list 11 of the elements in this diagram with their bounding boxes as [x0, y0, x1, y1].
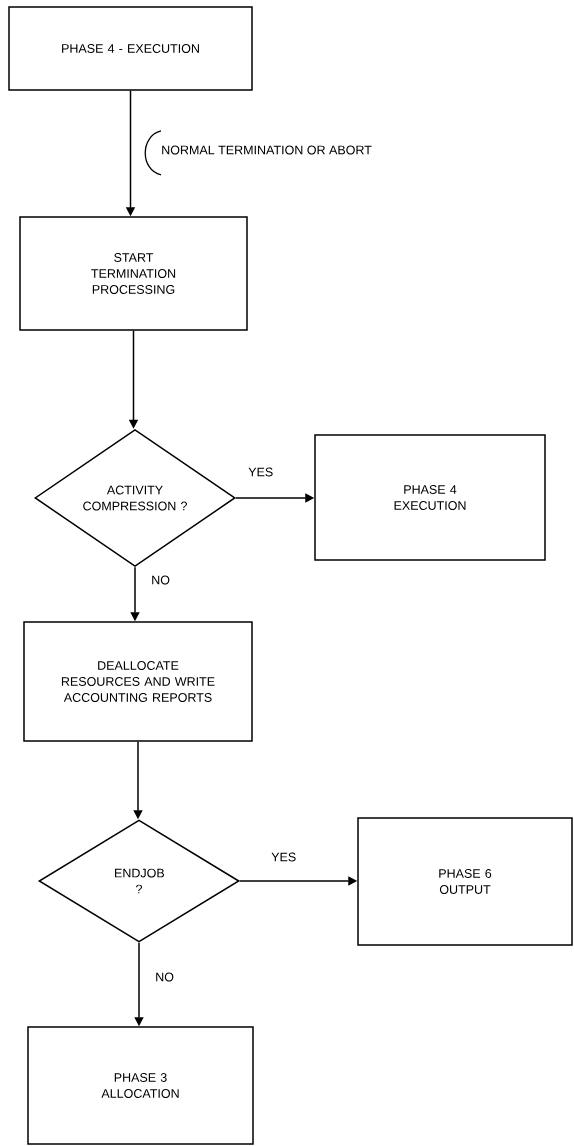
edge-label: NO: [154, 971, 175, 983]
process-box: PHASE 6 OUTPUT: [357, 817, 573, 946]
process-box: PHASE 4 EXECUTION: [314, 434, 546, 561]
edge-label: YES: [247, 466, 275, 478]
process-box: START TERMINATION PROCESSING: [19, 216, 248, 331]
process-box: PHASE 4 - EXECUTION: [8, 6, 253, 91]
process-box: PHASE 3 ALLOCATION: [27, 1026, 254, 1145]
edge-label: NORMAL TERMINATION OR ABORT: [160, 144, 373, 156]
edge-label: YES: [270, 851, 298, 863]
process-box: DEALLOCATE RESOURCES AND WRITE ACCOUNTING REPORTS: [23, 621, 253, 742]
edge-label: NO: [150, 574, 171, 586]
